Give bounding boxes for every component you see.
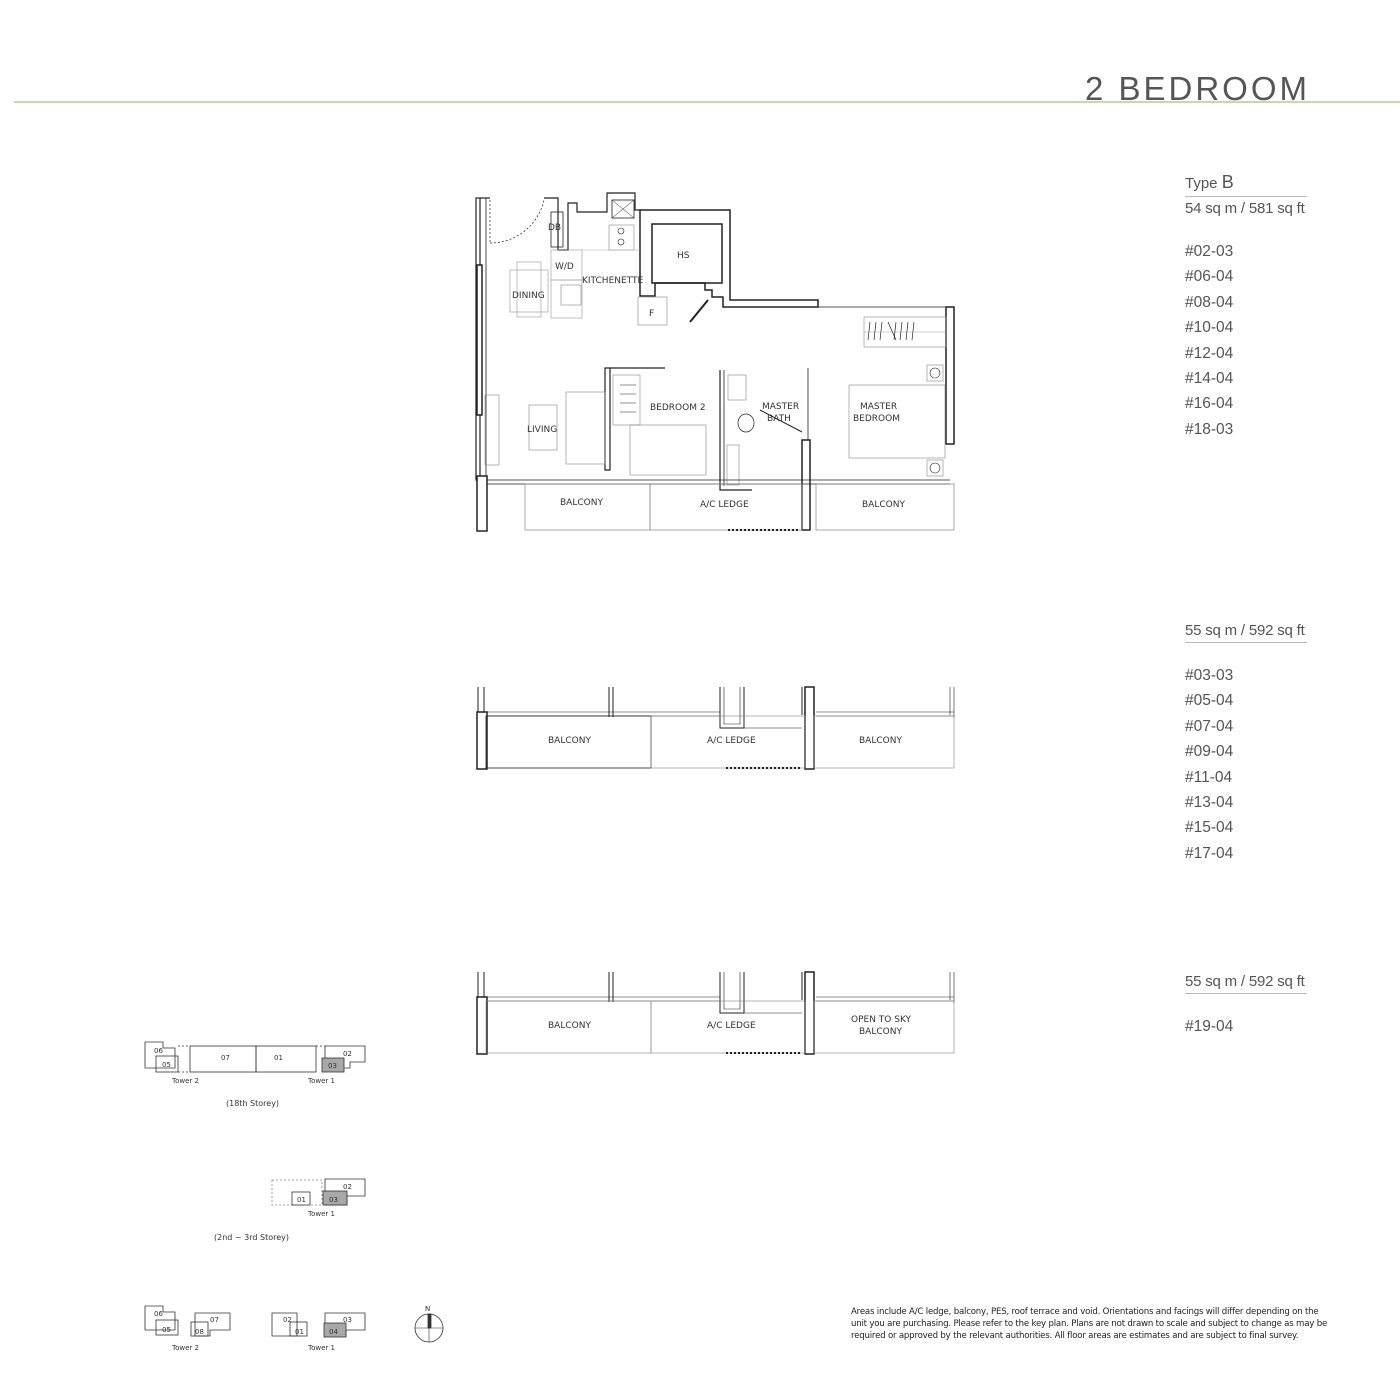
room-label-living: LIVING	[527, 425, 557, 435]
room-label-balcony: BALCONY	[862, 500, 905, 510]
room-label-master-bath: BATH	[767, 414, 791, 424]
variant-plan-3: BALCONY A/C LEDGE OPEN TO SKY BALCONY	[476, 971, 955, 1055]
room-label-balcony: BALCONY	[859, 736, 902, 746]
page-title: 2 BEDROOM	[1084, 70, 1310, 107]
unit-list: #03-03 #05-04 #07-04 #09-04 #11-04 #13-0…	[1185, 663, 1307, 866]
svg-text:08: 08	[195, 1328, 204, 1336]
svg-text:01: 01	[295, 1328, 304, 1336]
unit-number: #02-03	[1185, 243, 1234, 260]
unit-number: #11-04	[1185, 768, 1233, 786]
key-plan-18th: 06 05 07 01 02 03 Tower 2 Tower 1	[144, 1041, 366, 1085]
unit-number: #12-04	[1185, 344, 1234, 362]
room-label-bedroom2: BEDROOM 2	[650, 403, 706, 413]
room-label-ac-ledge: A/C LEDGE	[707, 736, 756, 746]
svg-text:Tower 1: Tower 1	[307, 1210, 335, 1218]
room-label-master-bedroom: BEDROOM	[853, 414, 900, 424]
room-label-db: DB	[548, 223, 561, 233]
key-plan-typical: 06 05 08 07 02 01 03 04 Tower 2 Tower 1 …	[144, 1305, 444, 1352]
room-label-balcony: BALCONY	[548, 736, 591, 746]
room-label-open-to-sky: OPEN TO SKY	[851, 1015, 912, 1025]
unit-number: #10-04	[1185, 319, 1234, 337]
unit-number: #14-04	[1185, 369, 1234, 387]
unit-type-label: Type B	[1185, 172, 1307, 197]
svg-text:01: 01	[274, 1054, 283, 1062]
unit-number: #08-04	[1185, 293, 1234, 311]
unit-number: #17-04	[1185, 844, 1234, 862]
room-label-master-bath: MASTER	[762, 402, 799, 412]
svg-text:05: 05	[162, 1326, 171, 1334]
unit-number: #15-04	[1185, 819, 1234, 837]
unit-number: #05-04	[1185, 692, 1234, 710]
area-label: 54 sq m / 581 sq ft	[1185, 200, 1305, 217]
unit-number: #07-04	[1185, 717, 1234, 735]
compass-north-label: N	[425, 1305, 430, 1313]
variant-info-3: 55 sq m / 592 sq ft #19-04	[1185, 970, 1307, 1039]
key-plan-2nd-3rd: 01 02 03 Tower 1	[271, 1178, 366, 1218]
disclaimer-text: Areas include A/C ledge, balcony, PES, r…	[851, 1307, 1328, 1341]
variant-info-2: 55 sq m / 592 sq ft #03-03 #05-04 #07-04…	[1185, 619, 1307, 866]
svg-text:03: 03	[328, 1062, 337, 1070]
svg-text:04: 04	[329, 1328, 338, 1336]
room-label-balcony: BALCONY	[859, 1027, 902, 1037]
area-label: 55 sq m / 592 sq ft	[1185, 970, 1307, 994]
svg-text:Tower 2: Tower 2	[171, 1077, 199, 1085]
room-label-hs: HS	[677, 251, 690, 261]
svg-text:Tower 2: Tower 2	[171, 1344, 199, 1352]
room-label-balcony: BALCONY	[548, 1021, 591, 1031]
room-label-master-bedroom: MASTER	[860, 402, 897, 412]
room-label-f: F	[649, 309, 654, 319]
unit-number: #09-04	[1185, 743, 1234, 761]
room-label-ac-ledge: A/C LEDGE	[707, 1021, 756, 1031]
svg-text:06: 06	[154, 1047, 163, 1055]
unit-list: #19-04	[1185, 1014, 1307, 1039]
unit-number: #06-04	[1185, 268, 1234, 286]
room-label-ac-ledge: A/C LEDGE	[700, 500, 749, 510]
key-plan-caption: (18th Storey)	[226, 1099, 280, 1108]
unit-number: #13-04	[1185, 793, 1234, 811]
unit-list: #02-03 #06-04 #08-04 #10-04 #12-04 #14-0…	[1185, 239, 1307, 442]
svg-text:01: 01	[297, 1196, 306, 1204]
room-label-kitchenette: KITCHENETTE	[582, 276, 644, 286]
svg-text:07: 07	[210, 1316, 219, 1324]
svg-text:06: 06	[154, 1310, 163, 1318]
unit-number: #03-03	[1185, 667, 1234, 684]
area-label: 55 sq m / 592 sq ft	[1185, 619, 1307, 643]
room-label-wd: W/D	[555, 262, 574, 272]
unit-number: #18-03	[1185, 420, 1234, 438]
svg-text:07: 07	[221, 1054, 230, 1062]
svg-text:05: 05	[162, 1061, 171, 1069]
unit-number: #16-04	[1185, 395, 1234, 413]
unit-number: #19-04	[1185, 1018, 1234, 1035]
header-rule	[14, 101, 1400, 103]
svg-text:02: 02	[343, 1183, 352, 1191]
svg-text:02: 02	[343, 1050, 352, 1058]
room-label-dining: DINING	[512, 291, 545, 301]
key-plan-caption: (2nd ~ 3rd Storey)	[214, 1233, 290, 1242]
floor-plan: DB W/D KITCHENETTE DINING HS F LIVING BE…	[475, 192, 955, 532]
svg-text:03: 03	[329, 1196, 338, 1204]
variant-info-1: Type B 54 sq m / 581 sq ft #02-03 #06-04…	[1185, 172, 1307, 442]
svg-text:02: 02	[283, 1316, 292, 1324]
compass-icon	[413, 1312, 445, 1344]
room-label-balcony: BALCONY	[560, 498, 603, 508]
svg-text:Tower 1: Tower 1	[307, 1077, 335, 1085]
svg-text:03: 03	[343, 1316, 352, 1324]
variant-plan-2: BALCONY A/C LEDGE BALCONY	[476, 686, 955, 770]
svg-text:Tower 1: Tower 1	[307, 1344, 335, 1352]
